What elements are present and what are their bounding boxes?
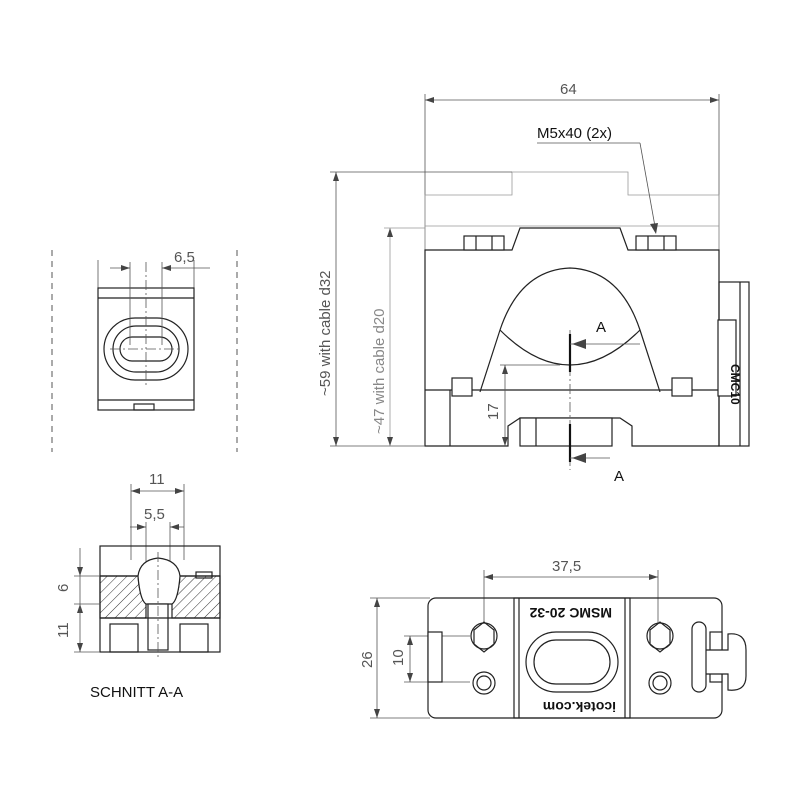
section-marker-bottom: A xyxy=(614,468,624,485)
dim-10: 10 xyxy=(390,649,407,666)
dim-37-5: 37,5 xyxy=(552,558,581,575)
thread-callout: M5x40 (2x) xyxy=(537,125,612,142)
dim-5-5: 5,5 xyxy=(144,506,165,523)
section-marker-top: A xyxy=(596,319,606,336)
dim-26: 26 xyxy=(359,651,376,668)
bottom-stamp: icotek.com xyxy=(543,699,616,715)
dim-17: 17 xyxy=(485,403,502,420)
side-stamp: CMC10 xyxy=(728,364,742,405)
side-view: 6,5 xyxy=(51,249,238,452)
dim-59: ~59 with cable d32 xyxy=(317,270,334,396)
dim-11-top: 11 xyxy=(149,471,165,488)
section-view: 11 5,5 6 11 SCHNITT A-A xyxy=(55,471,221,701)
front-view: 64 CMC10 M5x40 (2x) xyxy=(317,81,750,485)
dim-6: 6 xyxy=(55,584,72,592)
dim-6-5: 6,5 xyxy=(174,249,195,266)
section-label: SCHNITT A-A xyxy=(90,684,183,701)
top-view: 37,5 26 10 MSMC 20-32 icotek.com xyxy=(359,558,747,719)
top-stamp: MSMC 20-32 xyxy=(529,605,612,621)
dim-47: ~47 with cable d20 xyxy=(371,308,388,434)
dim-11-side: 11 xyxy=(55,622,72,638)
dim-64: 64 xyxy=(560,81,577,98)
